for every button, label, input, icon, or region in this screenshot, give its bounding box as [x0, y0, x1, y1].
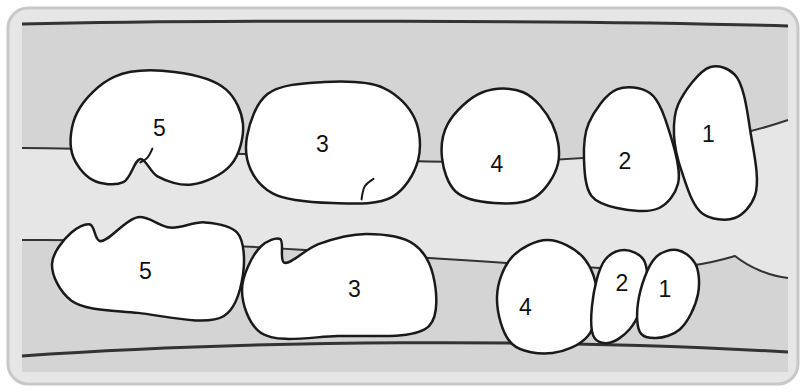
- tooth-number: 1: [702, 123, 715, 146]
- cusp-line: [362, 179, 374, 200]
- tooth-number: 2: [616, 272, 629, 295]
- tooth-number: 4: [519, 296, 532, 319]
- tooth-number: 4: [491, 153, 504, 176]
- tooth-crown: [71, 70, 244, 184]
- tooth-shape: 4: [495, 238, 600, 355]
- tooth-shape: 3: [240, 232, 435, 338]
- tooth-crown: [242, 234, 436, 339]
- tooth-crown: [246, 81, 420, 203]
- tooth-shape: 2: [582, 85, 680, 210]
- lower-gum-edge: [22, 343, 788, 356]
- tooth-crown: [584, 87, 679, 211]
- tooth-number: 5: [153, 117, 166, 140]
- tooth-outline: [440, 88, 560, 205]
- tooth-crown: [674, 66, 757, 219]
- tooth-shape: 1: [636, 248, 700, 340]
- tooth-outline: [495, 238, 600, 355]
- tooth-crown: [637, 250, 699, 338]
- frame: [8, 8, 798, 384]
- tooth-outline: [245, 80, 420, 205]
- cusp-line: [140, 149, 152, 163]
- tooth-crown: [442, 89, 559, 204]
- tooth-number: 2: [619, 150, 632, 173]
- tooth-shape: 4: [440, 88, 560, 205]
- tooth-number: 1: [659, 278, 672, 301]
- tooth-crown: [52, 217, 244, 320]
- tooth-outline: [582, 85, 680, 210]
- tooth-outline: [240, 232, 435, 338]
- tooth-number: 5: [139, 260, 152, 283]
- tooth-shape: 1: [672, 65, 757, 220]
- tooth-number: 3: [348, 278, 361, 301]
- tooth-shape: 5: [70, 70, 245, 190]
- tooth-number: 3: [316, 133, 329, 156]
- tooth-crown: [497, 240, 598, 353]
- tooth-shape: 5: [50, 210, 245, 318]
- tooth-shape: 3: [245, 80, 420, 205]
- upper-gum-edge: [22, 21, 788, 26]
